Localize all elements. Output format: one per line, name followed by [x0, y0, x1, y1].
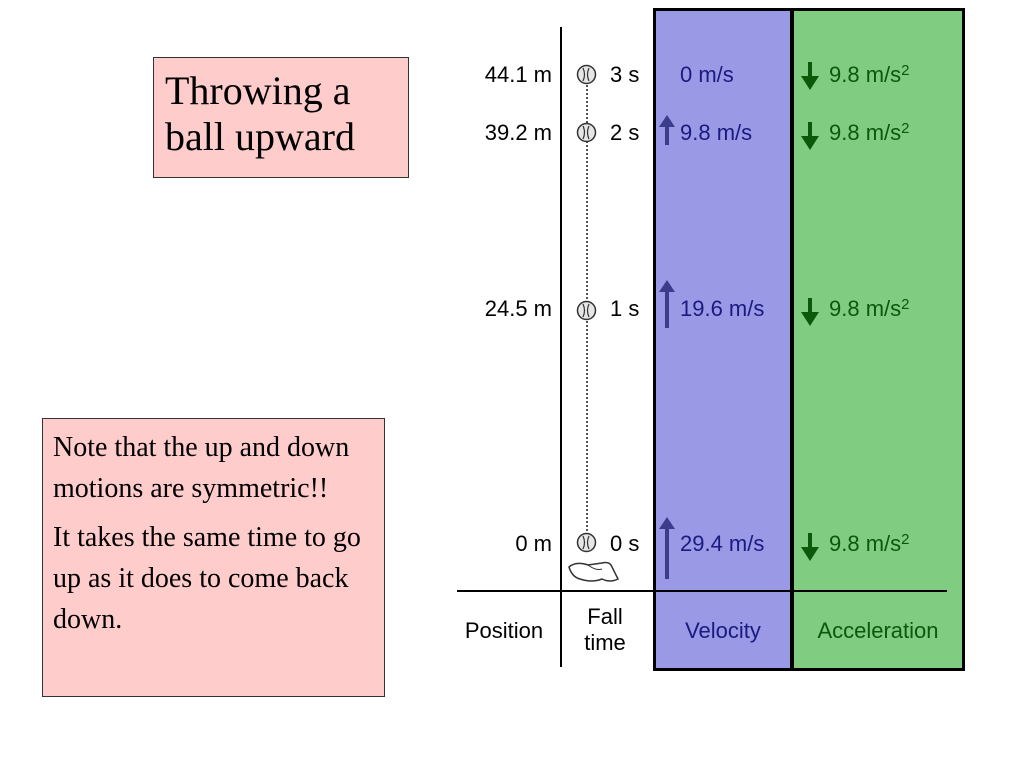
acceleration-header: Acceleration	[817, 618, 939, 643]
acceleration-exponent-0: 2	[901, 62, 910, 79]
baseball-icon	[576, 300, 597, 321]
title-line-1: Throwing a	[165, 68, 351, 113]
position-label-0: 44.1 m	[484, 62, 552, 87]
ground-line	[457, 590, 947, 592]
note-paragraph-2: It takes the same time to go up as it do…	[53, 522, 361, 635]
fall-time-header: Fall time	[565, 604, 645, 656]
time-label-1: 2 s	[610, 120, 640, 145]
fall-time-header-line-1: Fall	[587, 604, 623, 629]
down-arrow-icon	[800, 122, 820, 157]
down-arrow-icon	[800, 298, 820, 333]
velocity-label-1: 9.8 m/s	[680, 120, 753, 145]
acceleration-value-3: 9.8 m/s	[829, 531, 902, 556]
velocity-label-0: 0 m/s	[680, 62, 734, 87]
acceleration-value-1: 9.8 m/s	[829, 120, 902, 145]
baseball-icon	[576, 122, 597, 143]
note-box: Note that the up and down motions are sy…	[42, 418, 385, 697]
title-line-2: ball upward	[165, 114, 355, 159]
title-box: Throwing a ball upward	[153, 57, 409, 178]
up-arrow-icon	[659, 517, 675, 584]
position-label-1: 39.2 m	[484, 120, 552, 145]
position-header: Position	[464, 618, 544, 643]
acceleration-exponent-2: 2	[901, 296, 910, 313]
position-label-2: 24.5 m	[484, 296, 552, 321]
acceleration-value-2: 9.8 m/s	[829, 296, 902, 321]
up-arrow-icon	[659, 115, 675, 150]
baseball-icon	[576, 532, 597, 553]
up-arrow-icon	[659, 280, 675, 333]
velocity-label-3: 29.4 m/s	[680, 531, 765, 556]
down-arrow-icon	[800, 533, 820, 568]
velocity-column	[653, 8, 793, 671]
acceleration-label-0: 9.8 m/s2	[829, 63, 909, 87]
acceleration-exponent-3: 2	[901, 531, 910, 548]
velocity-header: Velocity	[685, 618, 761, 643]
hand-icon	[566, 553, 620, 590]
fall-time-header-line-2: time	[584, 630, 626, 655]
velocity-label-2: 19.6 m/s	[680, 296, 765, 321]
down-arrow-icon	[800, 62, 820, 97]
acceleration-value-0: 9.8 m/s	[829, 62, 902, 87]
baseball-icon	[576, 64, 597, 85]
time-label-0: 3 s	[610, 62, 640, 87]
position-label-3: 0 m	[515, 531, 552, 556]
acceleration-label-2: 9.8 m/s2	[829, 297, 909, 321]
time-label-2: 1 s	[610, 296, 640, 321]
acceleration-column	[791, 8, 965, 671]
time-label-3: 0 s	[610, 531, 640, 556]
note-paragraph-1: Note that the up and down motions are sy…	[53, 432, 350, 504]
acceleration-exponent-1: 2	[901, 120, 910, 137]
acceleration-label-1: 9.8 m/s2	[829, 121, 909, 145]
acceleration-label-3: 9.8 m/s2	[829, 532, 909, 556]
position-axis-line	[560, 27, 562, 667]
